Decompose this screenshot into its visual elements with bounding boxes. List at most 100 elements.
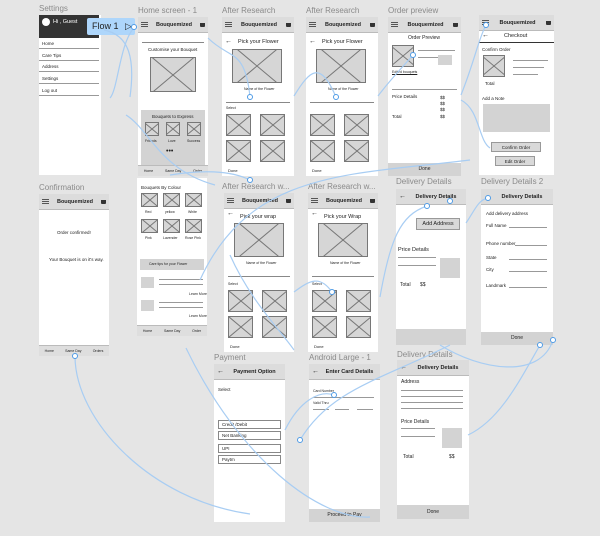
add-address-button[interactable]: Add Address [416, 218, 460, 230]
back-arrow-icon[interactable]: ← [482, 32, 489, 39]
edited-bouquets-link[interactable]: Edited bouquets [392, 70, 418, 74]
tip-image-1 [141, 277, 154, 288]
back-arrow-icon[interactable]: ← [312, 368, 319, 375]
menu-item-address[interactable]: Address [42, 64, 59, 69]
wrap-option-1[interactable] [312, 290, 337, 312]
menu-icon[interactable] [311, 198, 318, 203]
menu-icon[interactable] [482, 20, 489, 25]
done-button[interactable]: Done [314, 344, 324, 349]
love-card[interactable] [166, 122, 180, 136]
nav-home[interactable]: Home [143, 169, 154, 173]
nav-orders[interactable]: Orders [92, 349, 104, 353]
learn-more-link-2[interactable]: Learn More [189, 314, 207, 318]
wrap-option-2[interactable] [262, 290, 287, 312]
done-button[interactable]: Done [230, 344, 240, 349]
back-arrow-icon[interactable]: ← [399, 193, 406, 200]
quantity-box[interactable] [438, 55, 452, 65]
price-details-heading: Price Details [401, 419, 430, 425]
flower-option-3[interactable] [226, 140, 251, 162]
cart-icon[interactable] [101, 199, 106, 204]
proceed-to-pay-button[interactable]: Proceed to Pay [309, 509, 380, 522]
success-card[interactable] [187, 122, 201, 136]
back-arrow-icon[interactable]: ← [484, 193, 491, 200]
wrap-1-frame: Bouquemized ← Pick your wrap Name of the… [224, 193, 294, 352]
friends-card[interactable] [145, 122, 159, 136]
nav-same-day[interactable]: Same Day [165, 169, 182, 173]
cart-icon[interactable] [370, 198, 375, 203]
back-arrow-icon[interactable]: ← [400, 364, 407, 371]
learn-more-link-1[interactable]: Learn More [189, 292, 207, 296]
nav-order[interactable]: Order [192, 329, 202, 333]
flower-option-4[interactable] [344, 140, 369, 162]
wrap-search[interactable] [228, 270, 290, 277]
confirm-order-button[interactable]: Confirm Order [491, 142, 541, 152]
wrap-option-2[interactable] [346, 290, 371, 312]
wrap-option-4[interactable] [262, 316, 287, 338]
flower-option-4[interactable] [260, 140, 285, 162]
flower-search[interactable] [310, 96, 374, 103]
menu-item-home[interactable]: Home [42, 41, 55, 46]
nav-same-day[interactable]: Same Day [164, 329, 181, 333]
nav-home[interactable]: Home [142, 329, 153, 333]
back-arrow-icon[interactable]: ← [311, 210, 318, 217]
search-input[interactable] [142, 36, 204, 43]
flower-option-1[interactable] [226, 114, 251, 136]
menu-item-settings[interactable]: Settings [42, 76, 59, 81]
white-card[interactable] [185, 193, 202, 207]
delivery1-footer[interactable] [396, 329, 466, 345]
menu-icon[interactable] [227, 198, 234, 203]
delivery2-done-button[interactable]: Done [481, 332, 553, 345]
payment-frame: ←Payment Option Select Credit /Debit Net… [214, 364, 285, 522]
cart-icon[interactable] [286, 198, 291, 203]
edit-order-button[interactable]: Edit Order [495, 156, 535, 166]
wrap-option-3[interactable] [312, 316, 337, 338]
on-its-way-text: Your Bouquet is on it's way. [49, 257, 104, 262]
wrap-option-4[interactable] [346, 316, 371, 338]
cart-icon[interactable] [370, 22, 375, 27]
flower-option-3[interactable] [310, 140, 335, 162]
menu-icon[interactable] [391, 22, 398, 27]
option-upi[interactable]: UPI [218, 444, 281, 453]
menu-item-logout[interactable]: Log out [42, 88, 58, 93]
option-credit-debit[interactable]: Credit /Debit [218, 420, 281, 429]
back-arrow-icon[interactable]: ← [227, 210, 234, 217]
preview-done-button[interactable]: Done [388, 163, 461, 176]
option-net-banking[interactable]: Net Banking [218, 431, 281, 440]
flower-search[interactable] [226, 96, 290, 103]
nav-same-day[interactable]: Same Day [65, 349, 82, 353]
cart-icon[interactable] [286, 22, 291, 27]
lavender-card[interactable] [163, 219, 180, 233]
cart-icon[interactable] [453, 22, 458, 27]
rose-pink-card[interactable] [185, 219, 202, 233]
flower-option-2[interactable] [260, 114, 285, 136]
care-tips-heading: Care tips for your Flower [149, 262, 188, 266]
nav-home[interactable]: Home [44, 349, 54, 353]
cart-icon[interactable] [546, 20, 551, 25]
bouquet-image[interactable] [150, 57, 196, 92]
note-input[interactable] [483, 104, 550, 132]
menu-icon[interactable] [309, 22, 316, 27]
back-arrow-icon[interactable]: ← [309, 38, 316, 45]
back-arrow-icon[interactable]: ← [217, 368, 224, 375]
wrap-search[interactable] [312, 270, 374, 277]
option-paytm[interactable]: Paytm [218, 455, 281, 464]
wrap-option-1[interactable] [228, 290, 253, 312]
cart-icon[interactable] [200, 22, 205, 27]
done-button[interactable]: Done [312, 168, 322, 173]
flow-start-tag[interactable]: Flow 1 ▷ [87, 18, 135, 35]
pink-card[interactable] [141, 219, 158, 233]
done-button[interactable]: Done [228, 168, 238, 173]
yellow-card[interactable] [163, 193, 180, 207]
flower-option-1[interactable] [310, 114, 335, 136]
menu-icon[interactable] [141, 22, 148, 27]
menu-item-care-tips[interactable]: Care Tips [42, 53, 62, 58]
cat-success: Success [187, 139, 201, 143]
menu-icon[interactable] [42, 199, 49, 204]
red-card[interactable] [141, 193, 158, 207]
menu-icon[interactable] [225, 22, 232, 27]
back-arrow-icon[interactable]: ← [225, 38, 232, 45]
wrap-option-3[interactable] [228, 316, 253, 338]
nav-order[interactable]: Order [193, 169, 203, 173]
flower-option-2[interactable] [344, 114, 369, 136]
delivery3-done-button[interactable]: Done [397, 505, 469, 519]
